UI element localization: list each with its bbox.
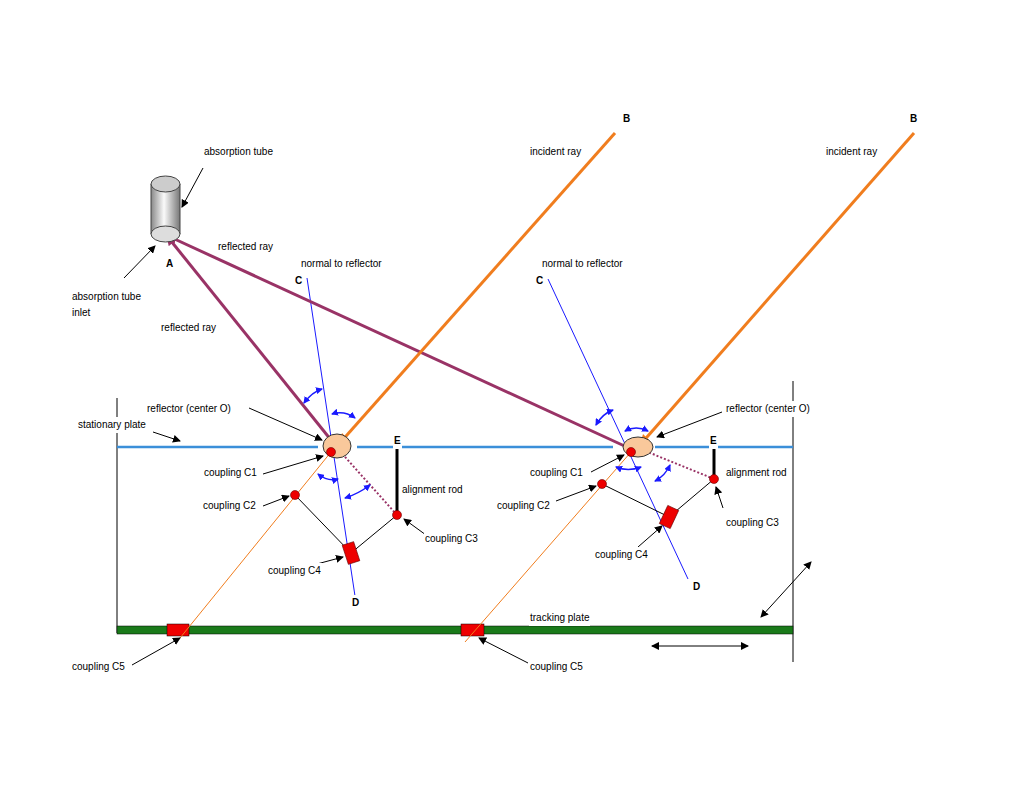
part-label: reflector (center O) [725, 401, 811, 417]
part-label: coupling C4 [594, 547, 649, 563]
part-label: coupling C5 [71, 659, 126, 675]
part-label: coupling C2 [202, 498, 257, 514]
point-letter: E [709, 433, 718, 449]
point-letter: D [351, 595, 360, 611]
point-letter: B [622, 111, 631, 127]
part-label: normal to reflector [300, 256, 383, 272]
point-letter: A [165, 256, 174, 272]
part-label: reflected ray [160, 320, 217, 336]
part-label: coupling C4 [267, 563, 322, 579]
part-label: reflector (center O) [146, 401, 232, 417]
point-letter: E [393, 433, 402, 449]
part-label: alignment rod [401, 482, 464, 498]
part-label: stationary plate [77, 417, 147, 433]
point-letter: B [909, 111, 918, 127]
point-letter: C [535, 273, 544, 289]
part-label: normal to reflector [541, 256, 624, 272]
point-letter: C [294, 273, 303, 289]
part-label: coupling C2 [496, 498, 551, 514]
part-label: coupling C1 [203, 465, 258, 481]
part-label: coupling C5 [529, 659, 584, 675]
point-letter: D [692, 579, 701, 595]
part-label: absorption tube inlet [71, 289, 161, 321]
part-label: coupling C3 [725, 515, 780, 531]
part-label: incident ray [825, 144, 878, 160]
part-label: absorption tube [203, 144, 274, 160]
part-label: coupling C1 [529, 465, 584, 481]
part-label: tracking plate [529, 610, 590, 626]
part-label: incident ray [529, 144, 582, 160]
part-label: alignment rod [725, 465, 788, 481]
part-label: reflected ray [217, 239, 274, 255]
part-label: coupling C3 [424, 531, 479, 547]
